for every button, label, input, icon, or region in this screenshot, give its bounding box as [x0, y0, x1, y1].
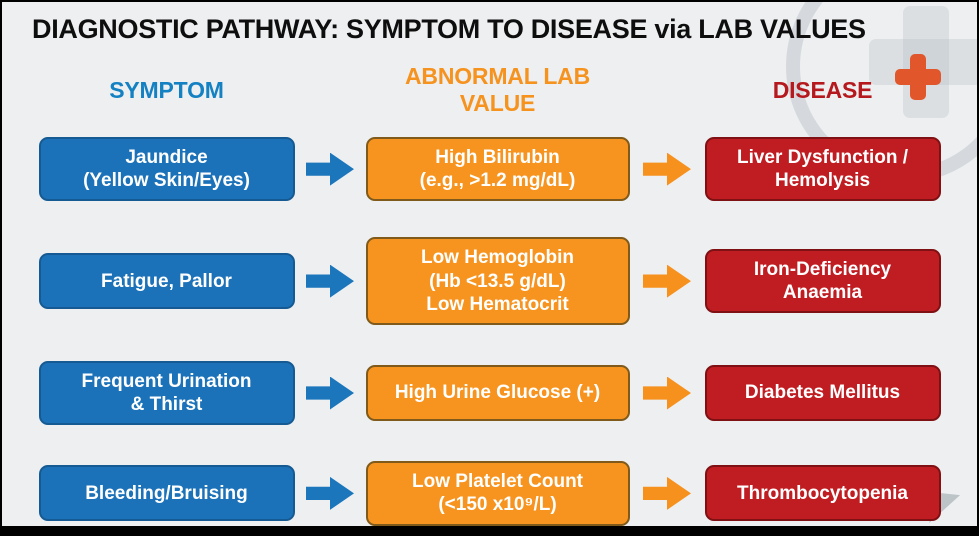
bottom-black-bar [2, 526, 977, 534]
symptom-box: Fatigue, Pallor [38, 253, 295, 310]
lab-value-box: Low Hemoglobin (Hb <13.5 g/dL) Low Hemat… [365, 237, 630, 325]
lab-value-box: Low Platelet Count (<150 x10⁹/L) [365, 461, 630, 526]
page-title: DIAGNOSTIC PATHWAY: SYMPTOM TO DISEASE v… [32, 14, 866, 44]
arrow-right-icon [306, 376, 354, 410]
symptom-box: Jaundice (Yellow Skin/Eyes) [38, 137, 295, 202]
lab-value-box: High Bilirubin (e.g., >1.2 mg/dL) [365, 137, 630, 202]
arrow-right-icon [306, 476, 354, 510]
disease-box: Diabetes Mellitus [704, 365, 941, 422]
column-header-disease: DISEASE [772, 76, 873, 103]
pathway-row-jaundice: Jaundice (Yellow Skin/Eyes) High Bilirub… [2, 137, 977, 202]
symptom-box: Bleeding/Bruising [38, 465, 295, 522]
lab-value-box: High Urine Glucose (+) [365, 365, 630, 422]
column-headers: SYMPTOM ABNORMAL LAB VALUE DISEASE [2, 63, 977, 117]
symptom-box: Frequent Urination & Thirst [38, 360, 295, 426]
pathway-row-bleeding: Bleeding/Bruising Low Platelet Count (<1… [2, 461, 977, 526]
arrow-right-icon [306, 264, 354, 298]
disease-box: Liver Dysfunction / Hemolysis [704, 137, 941, 202]
arrow-right-icon [643, 264, 691, 298]
pathway-rows: Jaundice (Yellow Skin/Eyes) High Bilirub… [2, 137, 977, 526]
column-header-symptom: SYMPTOM [109, 76, 224, 103]
pathway-row-fatigue: Fatigue, Pallor Low Hemoglobin (Hb <13.5… [2, 237, 977, 325]
arrow-right-icon [643, 476, 691, 510]
disease-box: Thrombocytopenia [704, 465, 941, 522]
plus-cross-icon [895, 54, 941, 100]
disease-box: Iron-Deficiency Anaemia [704, 248, 941, 314]
pathway-row-urination: Frequent Urination & Thirst High Urine G… [2, 360, 977, 426]
arrow-right-icon [306, 152, 354, 186]
arrow-right-icon [643, 376, 691, 410]
column-header-lab-value: ABNORMAL LAB VALUE [405, 63, 590, 116]
arrow-right-icon [643, 152, 691, 186]
